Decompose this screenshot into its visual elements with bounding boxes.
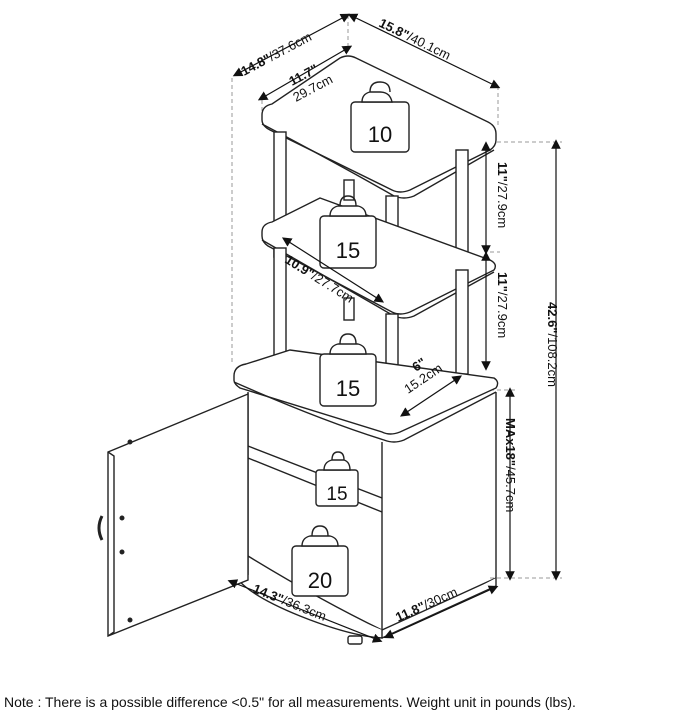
weight-top: 10	[350, 81, 410, 153]
cabinet-height-label: MAx18"/45.7cm	[503, 418, 518, 512]
weight-third: 15	[319, 333, 377, 407]
guide-lines	[231, 15, 562, 579]
cabinet-body	[231, 392, 497, 645]
cabinet-door	[97, 392, 249, 638]
weight-label-third: 15	[336, 376, 360, 401]
dimension-arrows	[227, 13, 561, 643]
total-height-label: 42.6"/108.2cm	[545, 302, 560, 387]
weight-label-top: 10	[368, 122, 392, 147]
shelf-spacing-1-label: 11"/27.9cm	[495, 162, 510, 228]
weight-label-cabinet-bottom: 20	[308, 568, 332, 593]
weight-label-second: 15	[336, 238, 360, 263]
width-top-label: 15.8"/40.1cm	[377, 15, 453, 63]
shelf-spacing-2-label: 11"/27.9cm	[495, 272, 510, 338]
weight-cabinet-shelf: 15	[315, 451, 359, 507]
weight-cabinet-bottom: 20	[291, 525, 349, 597]
measurement-note: Note : There is a possible difference <0…	[4, 694, 576, 710]
weight-label-cabinet-shelf: 15	[326, 484, 347, 505]
